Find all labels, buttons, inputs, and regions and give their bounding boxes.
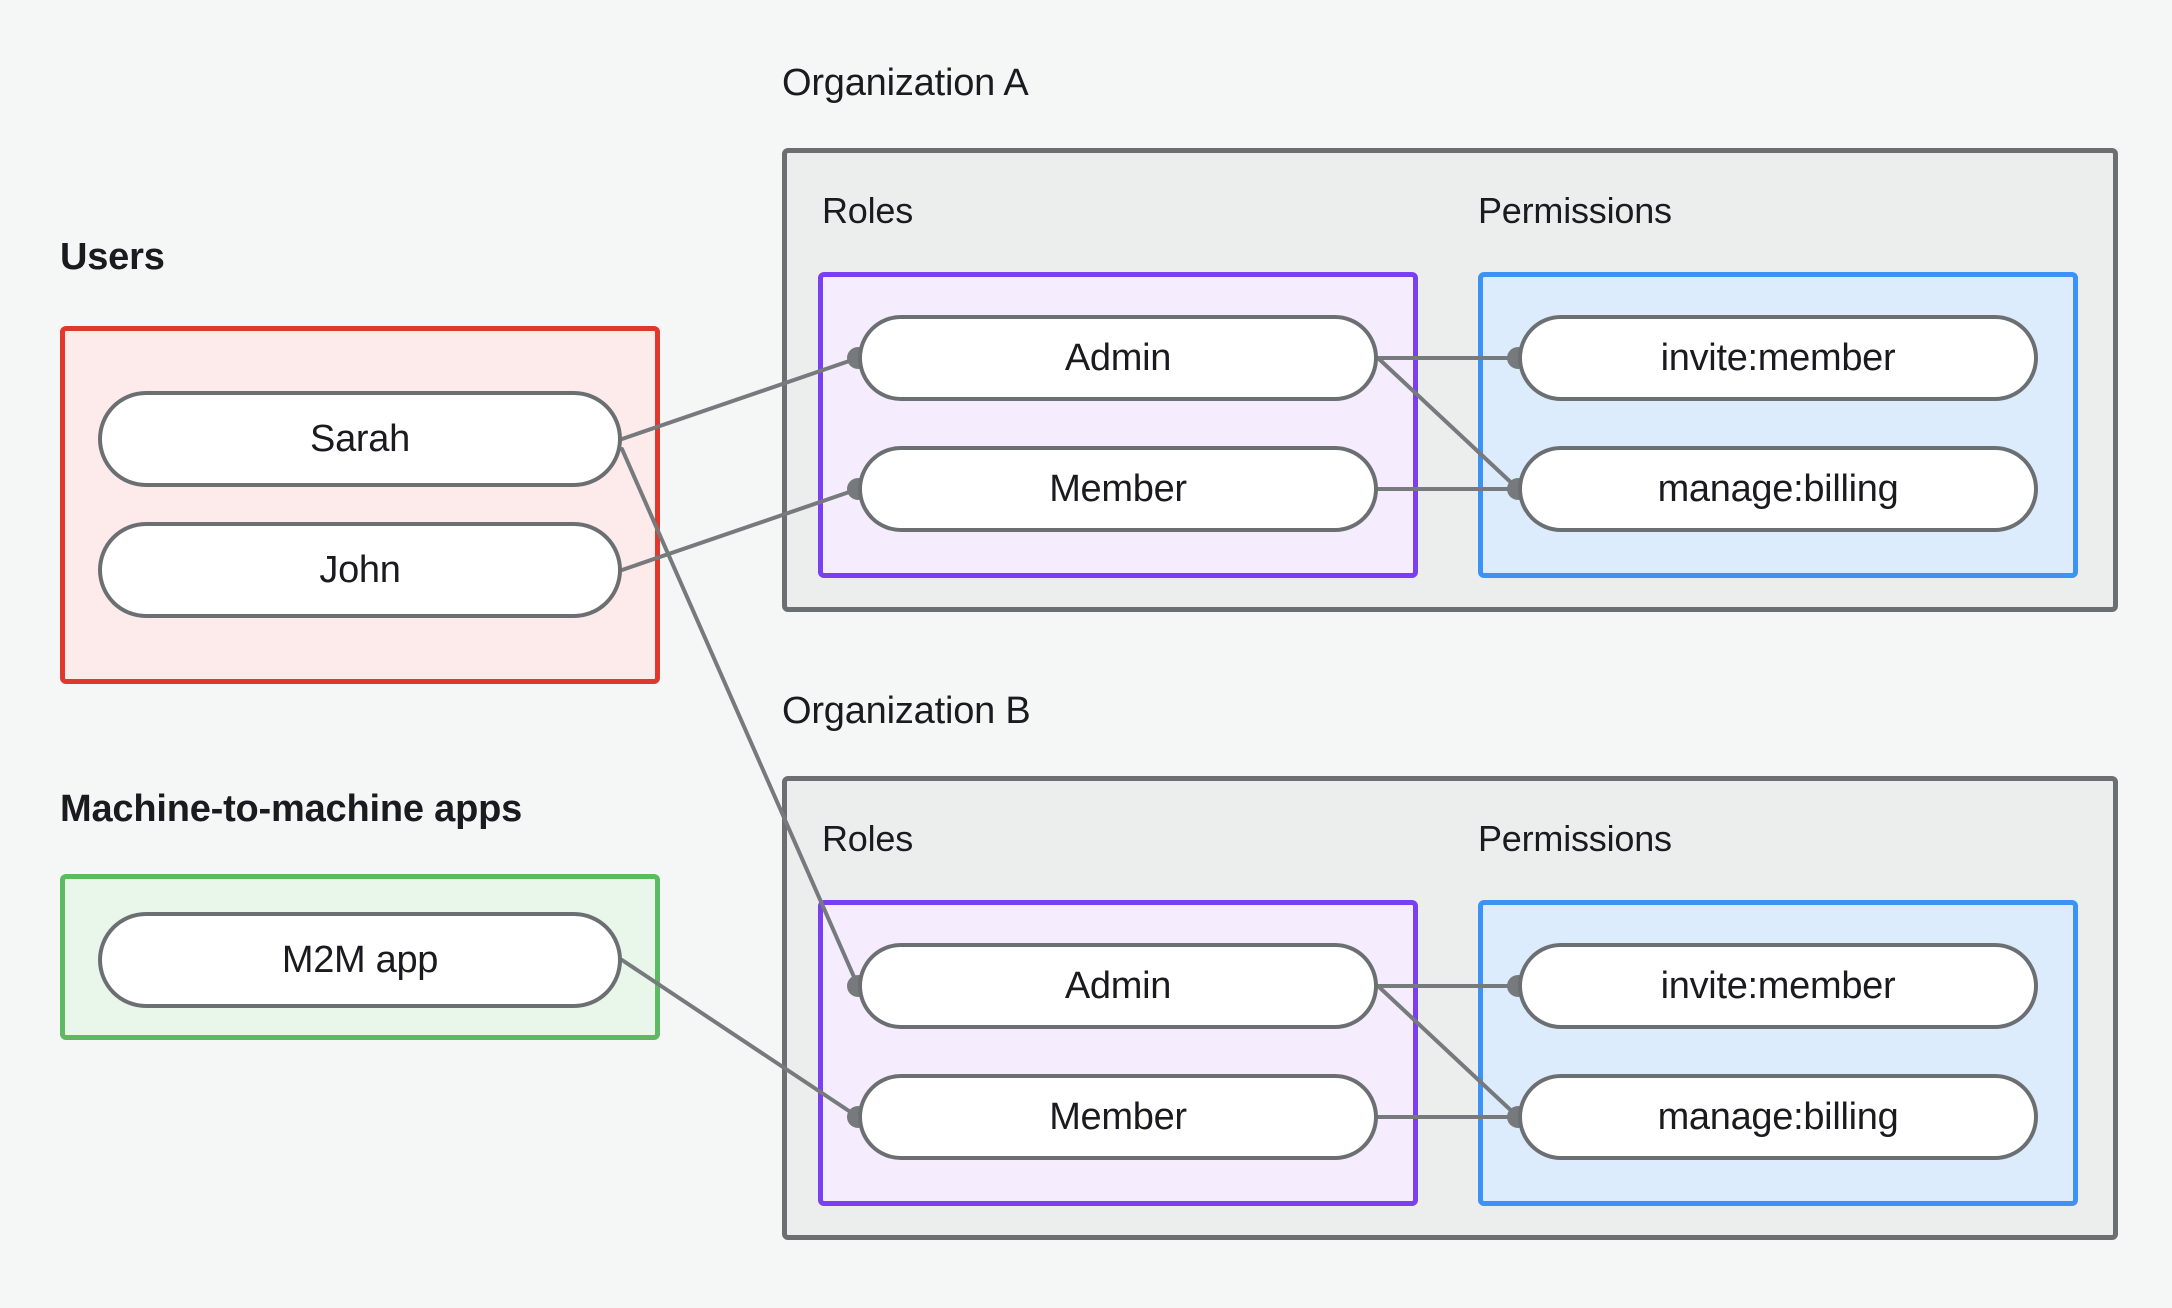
users-group-title: Users — [60, 236, 165, 278]
users-container — [60, 326, 660, 684]
node-org-b-perm-invite-member[interactable]: invite:member — [1518, 943, 2038, 1029]
node-org-a-role-admin[interactable]: Admin — [858, 315, 1378, 401]
m2m-group-title: Machine-to-machine apps — [60, 788, 523, 830]
node-user-sarah[interactable]: Sarah — [98, 391, 622, 487]
node-m2m-app[interactable]: M2M app — [98, 912, 622, 1008]
node-user-john[interactable]: John — [98, 522, 622, 618]
org-b-title: Organization B — [782, 690, 1031, 732]
node-org-a-role-member[interactable]: Member — [858, 446, 1378, 532]
org-b-permissions-title: Permissions — [1478, 818, 1672, 859]
org-a-title: Organization A — [782, 62, 1029, 104]
node-org-b-role-admin[interactable]: Admin — [858, 943, 1378, 1029]
org-b-roles-title: Roles — [822, 818, 914, 859]
org-a-permissions-title: Permissions — [1478, 190, 1672, 231]
node-org-b-perm-manage-billing[interactable]: manage:billing — [1518, 1074, 2038, 1160]
node-org-a-perm-manage-billing[interactable]: manage:billing — [1518, 446, 2038, 532]
node-org-b-role-member[interactable]: Member — [858, 1074, 1378, 1160]
node-org-a-perm-invite-member[interactable]: invite:member — [1518, 315, 2038, 401]
org-a-roles-title: Roles — [822, 190, 914, 231]
